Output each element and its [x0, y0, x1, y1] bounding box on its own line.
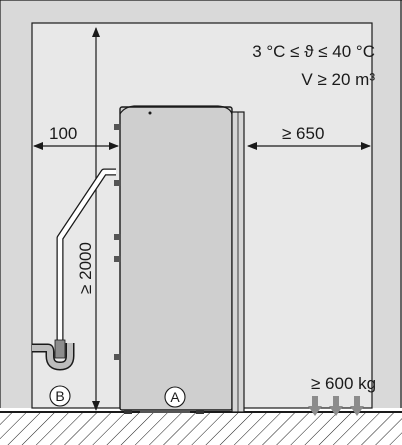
heat-pump-unit	[114, 105, 245, 414]
condensate-drain-hose	[56, 168, 116, 348]
floor-hatch	[0, 412, 402, 445]
room-volume-label: V ≥ 20 m³	[301, 70, 375, 89]
drain-trap	[32, 339, 75, 371]
floor-load-label: ≥ 600 kg	[311, 374, 376, 393]
right-clearance-label: ≥ 650	[282, 124, 324, 143]
temperature-range-label: 3 °C ≤ ϑ ≤ 40 °C	[252, 42, 375, 61]
svg-text:B: B	[55, 388, 64, 404]
left-clearance-label: 100	[49, 124, 77, 143]
height-label: ≥ 2000	[76, 242, 95, 294]
floor-load-arrows	[308, 396, 364, 416]
callout-unit: A	[164, 386, 186, 408]
svg-text:A: A	[170, 389, 180, 405]
callout-drain: B	[49, 385, 71, 407]
